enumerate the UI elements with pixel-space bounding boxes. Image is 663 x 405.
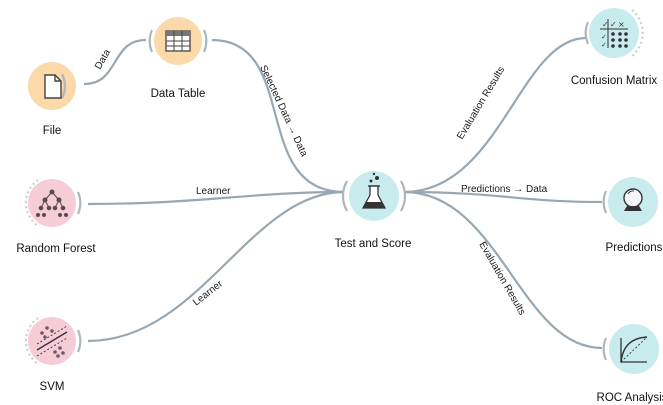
link-table-to-test[interactable] [210, 38, 346, 194]
data-table-input-anchor[interactable] [148, 29, 154, 53]
node-label-data-table: Data Table [151, 88, 206, 100]
link-label-test-to-confusion: Evaluation Results [455, 65, 507, 142]
random-forest-node-body[interactable] [28, 179, 76, 227]
roc-analysis-input-anchor[interactable] [602, 337, 608, 361]
node-label-roc-analysis: ROC Analysis [597, 392, 663, 404]
predictions-input-anchor[interactable] [602, 190, 608, 214]
node-confusion-matrix[interactable]: ✓ ✓ × ✓ ✓ Confusion Matrix [571, 8, 658, 87]
svg-text:✓: ✓ [601, 33, 607, 41]
svg-text:×: × [618, 20, 625, 29]
random-forest-output-anchor[interactable] [76, 191, 82, 215]
roc-curve-icon [620, 336, 648, 363]
scatter-line-icon [36, 325, 68, 358]
flask-icon [361, 172, 387, 209]
svm-output-anchor[interactable] [76, 329, 82, 353]
random-forest-input-anchor[interactable] [24, 179, 39, 227]
node-label-svm: SVM [40, 381, 65, 393]
link-label-rf-to-test: Learner [196, 186, 231, 197]
link-file-to-table[interactable] [82, 38, 148, 86]
table-icon [165, 30, 191, 52]
node-label-random-forest: Random Forest [16, 243, 96, 255]
file-output-anchor[interactable] [60, 73, 67, 99]
svg-text:✓: ✓ [610, 20, 617, 29]
link-svm-to-test[interactable] [86, 190, 346, 343]
test-and-score-input-anchor[interactable] [341, 180, 348, 212]
confusion-matrix-input-anchor[interactable] [584, 21, 590, 45]
svm-input-anchor[interactable] [24, 317, 39, 365]
node-predictions[interactable]: Predictions [602, 177, 663, 254]
node-label-predictions: Predictions [606, 242, 663, 254]
confusion-matrix-output-anchor[interactable] [631, 9, 644, 57]
test-and-score-output-anchor[interactable] [400, 180, 407, 212]
node-label-file: File [43, 125, 62, 137]
node-svm[interactable]: SVM [24, 317, 82, 393]
link-label-test-to-roc: Evaluation Results [476, 240, 527, 317]
crystal-ball-icon [623, 188, 643, 211]
node-random-forest[interactable]: Random Forest [16, 179, 96, 255]
node-label-test-and-score: Test and Score [335, 238, 412, 250]
node-test-and-score[interactable]: Test and Score [335, 171, 412, 250]
svg-text:✓: ✓ [602, 20, 609, 29]
node-roc-analysis[interactable]: ROC Analysis [597, 324, 663, 404]
link-label-svm-to-test: Learner [191, 278, 225, 308]
node-label-confusion-matrix: Confusion Matrix [571, 75, 658, 87]
svg-text:✓: ✓ [601, 41, 607, 49]
data-table-output-anchor[interactable] [202, 29, 208, 53]
node-file[interactable]: File [28, 62, 76, 137]
tree-icon [36, 189, 68, 217]
roc-analysis-node-body[interactable] [609, 324, 659, 374]
matrix-icon: ✓ ✓ × ✓ ✓ [600, 19, 628, 49]
node-data-table[interactable]: Data Table [148, 17, 208, 100]
file-icon [44, 74, 62, 99]
link-test-to-confusion[interactable] [402, 36, 588, 194]
link-label-test-to-predictions: Predictions → Data [461, 184, 548, 195]
